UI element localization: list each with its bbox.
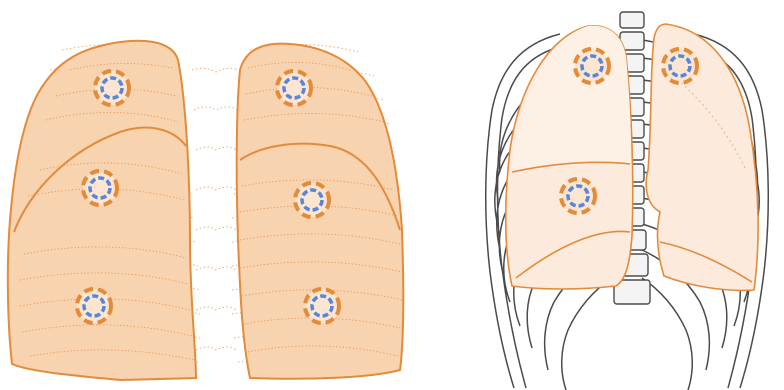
marker-anterior-right-middle[interactable]: [561, 179, 595, 213]
marker-right-upper[interactable]: [277, 71, 311, 105]
marker-left-middle[interactable]: [83, 171, 117, 205]
marker-anterior-left-upper[interactable]: [663, 49, 697, 83]
marker-left-lower[interactable]: [77, 289, 111, 323]
anterior-right-lung: [506, 26, 633, 289]
posterior-view: [8, 41, 403, 380]
anterior-left-lung: [646, 24, 758, 290]
anterior-left-lung-shape: [646, 24, 758, 290]
anterior-view: [486, 12, 769, 390]
marker-right-middle[interactable]: [295, 183, 329, 217]
marker-right-lower[interactable]: [305, 289, 339, 323]
marker-anterior-right-upper[interactable]: [575, 49, 609, 83]
marker-left-upper[interactable]: [95, 71, 129, 105]
